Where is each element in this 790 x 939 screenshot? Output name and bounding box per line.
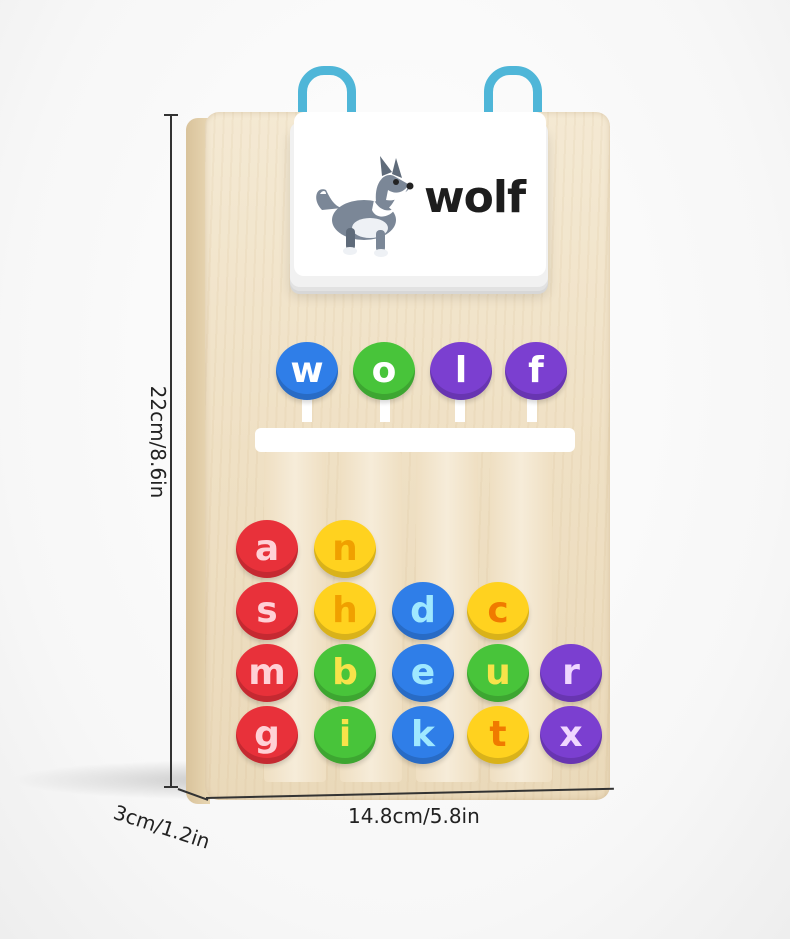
answer-stem bbox=[380, 396, 390, 422]
answer-slot bbox=[255, 428, 575, 452]
letter-bead-u[interactable]: u bbox=[467, 644, 529, 702]
bead-letter: r bbox=[562, 652, 580, 693]
letter-bead-s[interactable]: s bbox=[236, 582, 298, 640]
height-dimension-line bbox=[170, 114, 172, 788]
letter-bead-c[interactable]: c bbox=[467, 582, 529, 640]
width-label: 14.8cm/5.8in bbox=[348, 804, 480, 828]
bead-letter: x bbox=[559, 714, 583, 755]
bead-letter: m bbox=[248, 652, 286, 693]
answer-bead-w[interactable]: w bbox=[276, 342, 338, 400]
bead-letter: e bbox=[410, 652, 436, 693]
letter-bead-d[interactable]: d bbox=[392, 582, 454, 640]
letter-bead-h[interactable]: h bbox=[314, 582, 376, 640]
letter-bead-n[interactable]: n bbox=[314, 520, 376, 578]
letter-bead-a[interactable]: a bbox=[236, 520, 298, 578]
answer-stem bbox=[302, 396, 312, 422]
letter-bead-x[interactable]: x bbox=[540, 706, 602, 764]
answer-bead-l[interactable]: l bbox=[430, 342, 492, 400]
bead-letter: f bbox=[528, 350, 544, 391]
bead-letter: d bbox=[410, 590, 436, 631]
answer-bead-o[interactable]: o bbox=[353, 342, 415, 400]
card-word: wolf bbox=[424, 172, 526, 223]
letter-bead-t[interactable]: t bbox=[467, 706, 529, 764]
bead-letter: s bbox=[256, 590, 278, 631]
letter-bead-k[interactable]: k bbox=[392, 706, 454, 764]
height-dimension-cap-top bbox=[164, 114, 178, 116]
letter-bead-e[interactable]: e bbox=[392, 644, 454, 702]
bead-letter: n bbox=[332, 528, 358, 569]
height-dimension-cap-bottom bbox=[164, 786, 178, 788]
wolf-illustration bbox=[316, 156, 414, 257]
answer-stem bbox=[455, 396, 465, 422]
bead-letter: h bbox=[332, 590, 358, 631]
bead-letter: i bbox=[338, 714, 352, 755]
bead-letter: l bbox=[454, 350, 468, 391]
letter-bead-m[interactable]: m bbox=[236, 644, 298, 702]
letter-bead-r[interactable]: r bbox=[540, 644, 602, 702]
bead-letter: o bbox=[371, 350, 397, 391]
answer-bead-f[interactable]: f bbox=[505, 342, 567, 400]
bead-letter: c bbox=[487, 590, 509, 631]
bead-letter: g bbox=[254, 714, 280, 755]
height-label: 22cm/8.6in bbox=[146, 385, 170, 499]
answer-stem bbox=[527, 396, 537, 422]
bead-letter: a bbox=[254, 528, 280, 569]
flashcard[interactable]: wolf bbox=[294, 112, 546, 276]
bead-letter: k bbox=[411, 714, 435, 755]
depth-label: 3cm/1.2in bbox=[110, 800, 214, 854]
bead-letter: u bbox=[485, 652, 511, 693]
letter-bead-g[interactable]: g bbox=[236, 706, 298, 764]
letter-bead-b[interactable]: b bbox=[314, 644, 376, 702]
bead-letter: b bbox=[332, 652, 358, 693]
bead-letter: w bbox=[290, 350, 324, 391]
bead-letter: t bbox=[489, 714, 507, 755]
letter-bead-i[interactable]: i bbox=[314, 706, 376, 764]
